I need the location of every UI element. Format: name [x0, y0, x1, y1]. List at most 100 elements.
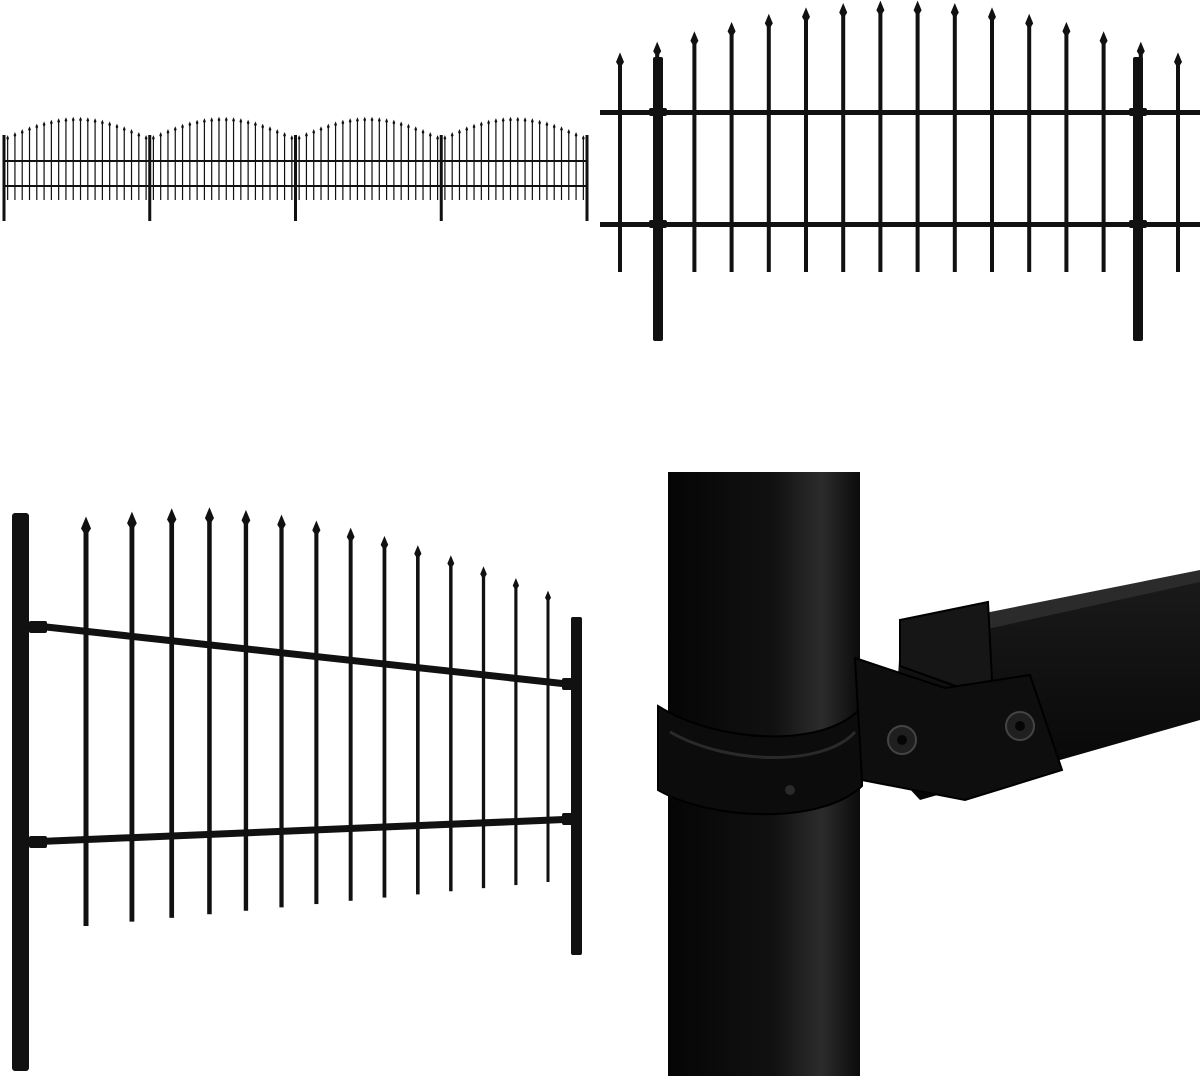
spike: [473, 127, 475, 200]
spike: [240, 121, 242, 200]
spike: [517, 120, 519, 200]
bottom-rail: [600, 222, 1200, 227]
spike: [502, 120, 504, 200]
panel-overview: [0, 0, 600, 360]
spike: [314, 530, 319, 905]
spike-finial: [241, 509, 251, 528]
spike-finial: [127, 511, 137, 532]
spike: [218, 120, 220, 200]
spike-finial: [64, 117, 68, 123]
spike-finial: [447, 555, 455, 570]
spike-finial: [224, 116, 228, 123]
spike: [36, 127, 38, 200]
spike-finial: [1136, 41, 1145, 58]
spike: [21, 132, 23, 200]
spike-finial: [414, 126, 418, 132]
bolt-icon: [1005, 711, 1035, 741]
spike-finial: [42, 121, 46, 128]
spike-finial: [268, 126, 272, 132]
spike-finial: [305, 131, 308, 138]
spike: [364, 120, 366, 200]
spike-finial: [122, 126, 126, 132]
spike-finial: [20, 128, 24, 135]
spike: [28, 129, 31, 200]
spike-finial: [290, 135, 294, 141]
spike: [488, 122, 490, 200]
spike-finial: [167, 508, 177, 528]
spike-finial: [277, 514, 286, 532]
spike-finial: [151, 135, 155, 141]
spike: [952, 12, 957, 272]
spike-finial: [188, 121, 192, 128]
spike: [283, 135, 286, 200]
spike-finial: [574, 131, 578, 138]
spike: [878, 10, 883, 273]
spike: [437, 138, 439, 200]
spike-finial: [1025, 13, 1034, 30]
spike-finial: [130, 128, 133, 135]
spike: [582, 138, 584, 200]
spike: [729, 31, 734, 273]
spike: [145, 138, 147, 200]
spike-finial: [71, 116, 75, 123]
spike-finial: [319, 126, 323, 132]
spike: [152, 138, 154, 200]
rail-clamp: [1129, 220, 1147, 228]
spike: [327, 127, 329, 200]
spike: [174, 129, 176, 200]
spike-finial: [166, 128, 170, 135]
spike-finial: [13, 131, 17, 138]
spike: [495, 121, 497, 200]
fence-overview-image: [2, 116, 589, 221]
spike-finial: [115, 123, 119, 130]
spike-finial: [35, 123, 39, 130]
spike: [692, 40, 697, 272]
spike: [1138, 51, 1143, 272]
spike: [385, 121, 388, 200]
spike: [466, 129, 468, 200]
spike: [1064, 31, 1069, 273]
spike-finial: [81, 516, 91, 537]
spike: [101, 122, 103, 200]
spike: [356, 120, 359, 200]
spike: [546, 124, 548, 200]
spike: [83, 528, 89, 926]
spike: [429, 135, 431, 200]
spike-finial: [727, 21, 736, 38]
spike: [123, 129, 125, 200]
bracket-closeup-image: [657, 472, 1200, 1076]
rail-clamp: [649, 108, 667, 116]
spike-finial: [385, 118, 388, 124]
spike-finial: [653, 41, 662, 58]
spike-finial: [458, 128, 461, 135]
fence-perspective-image: [12, 507, 582, 1071]
spike-finial: [203, 118, 206, 124]
spike: [116, 127, 118, 200]
top-rail: [600, 110, 1200, 115]
spike: [225, 120, 227, 200]
spike-finial: [210, 117, 214, 123]
spike: [1101, 40, 1106, 272]
spike: [160, 135, 162, 200]
spike: [342, 122, 344, 200]
spike: [79, 120, 82, 200]
spike: [50, 122, 52, 200]
spike-finial: [28, 126, 31, 132]
spike: [407, 127, 410, 200]
spike: [254, 124, 257, 200]
spike: [371, 120, 373, 200]
spike-finial: [581, 135, 585, 141]
spike-finial: [545, 121, 549, 128]
spike: [449, 563, 453, 892]
spike-finial: [275, 128, 279, 135]
spike-finial: [545, 590, 551, 603]
spike-finial: [137, 131, 141, 138]
spike: [451, 135, 453, 200]
spike-finial: [246, 119, 250, 126]
spike-finial: [450, 131, 454, 138]
spike: [378, 120, 380, 200]
spike: [915, 10, 920, 273]
spike: [211, 120, 213, 200]
spike-finial: [487, 119, 491, 126]
spike: [393, 122, 395, 200]
